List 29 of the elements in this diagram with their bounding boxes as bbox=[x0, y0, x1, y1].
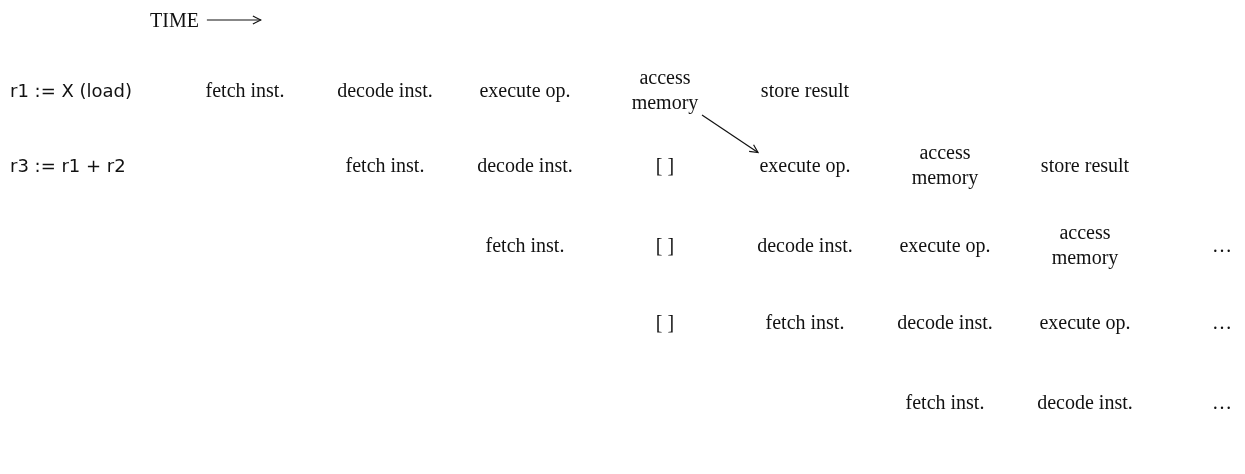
stage-label: store result bbox=[1039, 152, 1131, 178]
ellipsis: … bbox=[1212, 309, 1232, 335]
stage-label: decode inst. bbox=[756, 232, 854, 258]
instruction-label: r1 := X (load) bbox=[10, 78, 132, 103]
stage-label: fetch inst. bbox=[344, 152, 426, 178]
stage-label: fetch inst. bbox=[904, 389, 986, 415]
arrow bbox=[701, 114, 759, 154]
instruction-label: r3 := r1 + r2 bbox=[10, 153, 126, 178]
stage-label: fetch inst. bbox=[204, 77, 286, 103]
stage-label: fetch inst. bbox=[484, 232, 566, 258]
stage-label: decode inst. bbox=[1036, 389, 1134, 415]
stage-label: decode inst. bbox=[896, 309, 994, 335]
stage-label: execute op. bbox=[750, 152, 860, 178]
stage-label: decode inst. bbox=[476, 152, 574, 178]
stall-bracket: [ ] bbox=[654, 152, 676, 178]
stall-bracket: [ ] bbox=[654, 232, 676, 258]
stage-label: fetch inst. bbox=[764, 309, 846, 335]
stage-label: execute op. bbox=[898, 232, 992, 258]
stage-label: execute op. bbox=[1038, 309, 1132, 335]
stage-label: access memory bbox=[1050, 220, 1120, 270]
stage-label: store result bbox=[759, 77, 851, 103]
stage-label: execute op. bbox=[478, 77, 572, 103]
ellipsis: … bbox=[1212, 232, 1232, 258]
axis-label: TIME bbox=[150, 7, 199, 33]
stage-label: access memory bbox=[910, 140, 980, 190]
stall-bracket: [ ] bbox=[654, 309, 676, 335]
stage-label: access memory bbox=[610, 65, 720, 115]
ellipsis: … bbox=[1212, 389, 1232, 415]
stage-label: decode inst. bbox=[336, 77, 434, 103]
